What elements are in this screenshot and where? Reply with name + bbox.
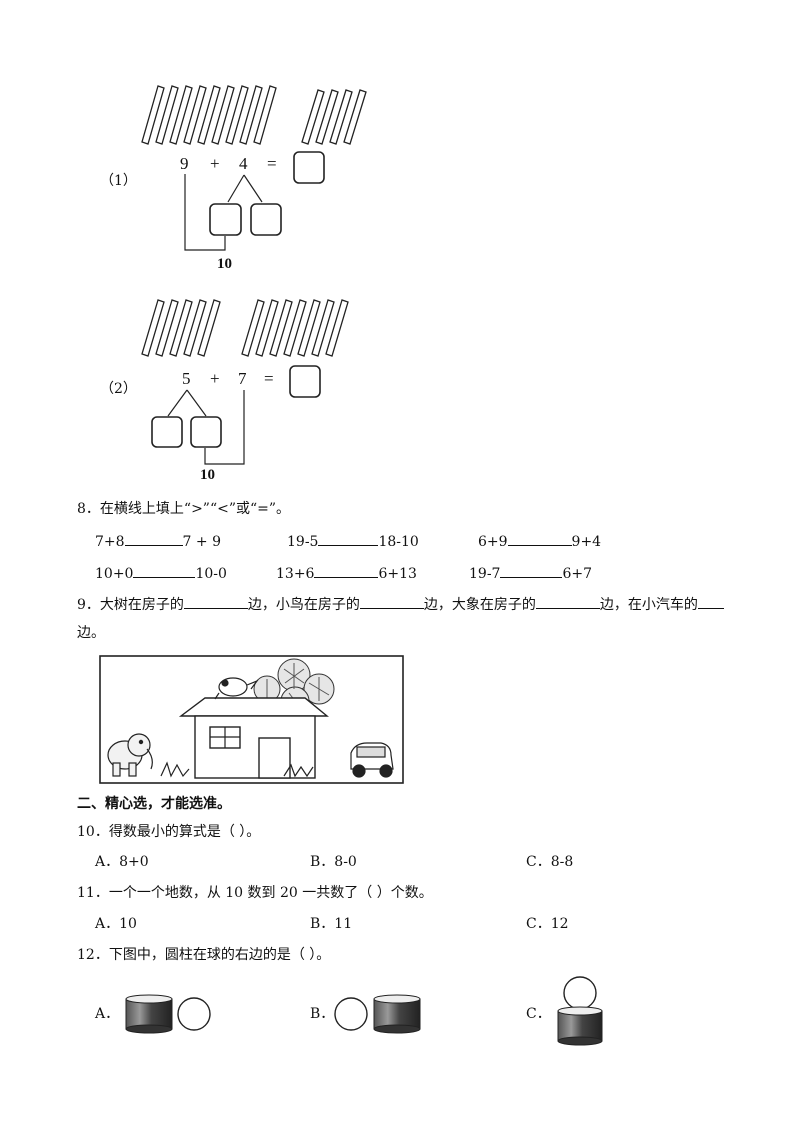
section-heading: 二、精心选，才能选准。 xyxy=(77,796,231,812)
q9-line1: 9．大树在房子的边，小鸟在房子的边，大象在房子的边，在小汽车的 xyxy=(77,594,724,614)
q10-option-a[interactable]: A．8+0 xyxy=(95,854,149,870)
equals-sign: = xyxy=(264,369,274,388)
ten-label: 10 xyxy=(217,256,232,272)
answer-blank[interactable] xyxy=(124,531,183,546)
split-box-right xyxy=(250,203,282,236)
answer-blank[interactable] xyxy=(318,531,379,546)
q10-option-b[interactable]: B．8-0 xyxy=(310,854,357,870)
ball-icon xyxy=(334,997,368,1031)
split-box-right xyxy=(190,416,222,448)
part1-diagram xyxy=(184,151,325,251)
cylinder-icon xyxy=(125,998,173,1030)
answer-blank[interactable] xyxy=(314,563,379,578)
q11-option-c[interactable]: C．12 xyxy=(526,916,569,932)
part2-label: （2） xyxy=(100,381,137,397)
q12-stem: 12．下图中，圆柱在球的右边的是（ ）。 xyxy=(77,947,331,963)
ten-label: 10 xyxy=(200,467,215,483)
q8-title: 8．在横线上填上“>”“<”或“=”。 xyxy=(77,501,291,517)
plus-sign: + xyxy=(210,154,220,173)
house-roof xyxy=(178,697,329,717)
ball-on-cylinder-image xyxy=(557,976,603,1046)
sticks-group-4 xyxy=(301,89,367,145)
q11-option-a[interactable]: A．10 xyxy=(95,916,137,932)
split-box-left xyxy=(209,203,242,236)
part1-label: （1） xyxy=(100,173,137,189)
addend-a: 5 xyxy=(182,369,191,388)
house-door xyxy=(258,737,291,779)
grass-icon xyxy=(160,761,314,778)
sticks-group-5 xyxy=(141,299,221,357)
addend-a: 9 xyxy=(180,154,189,173)
plus-sign: + xyxy=(210,369,220,388)
ball-then-cylinder-image xyxy=(334,994,421,1034)
answer-box xyxy=(289,365,321,398)
cylinder-then-ball-image xyxy=(125,994,211,1034)
answer-box xyxy=(293,151,325,184)
bird-icon xyxy=(214,677,259,700)
q12-option-a[interactable]: A． xyxy=(95,1006,120,1022)
split-box-left xyxy=(151,416,183,448)
answer-blank[interactable] xyxy=(359,594,424,609)
q9-line2: 边。 xyxy=(77,625,105,641)
q11-option-b[interactable]: B．11 xyxy=(310,916,353,932)
q10-stem: 10．得数最小的算式是（ ）。 xyxy=(77,824,261,840)
q12-option-c[interactable]: C． xyxy=(526,1006,551,1022)
q10-option-c[interactable]: C．8-8 xyxy=(526,854,574,870)
elephant-icon xyxy=(107,733,153,777)
ball-icon xyxy=(563,976,597,1010)
answer-blank[interactable] xyxy=(500,563,563,578)
answer-blank[interactable] xyxy=(507,531,572,546)
house-scene-image xyxy=(99,655,404,784)
answer-blank[interactable] xyxy=(697,594,724,609)
sticks-group-9 xyxy=(141,85,277,145)
car-icon xyxy=(350,742,394,778)
q11-stem: 11．一个一个地数，从 10 数到 20 一共数了（ ）个数。 xyxy=(77,885,433,901)
addend-b: 4 xyxy=(239,154,248,173)
answer-blank[interactable] xyxy=(183,594,248,609)
addend-b: 7 xyxy=(238,369,247,388)
sticks-group-7 xyxy=(241,299,349,357)
answer-blank[interactable] xyxy=(535,594,600,609)
equals-sign: = xyxy=(267,154,277,173)
answer-blank[interactable] xyxy=(133,563,196,578)
part2-diagram xyxy=(151,365,321,465)
q12-option-b[interactable]: B． xyxy=(310,1006,335,1022)
ball-icon xyxy=(177,997,211,1031)
